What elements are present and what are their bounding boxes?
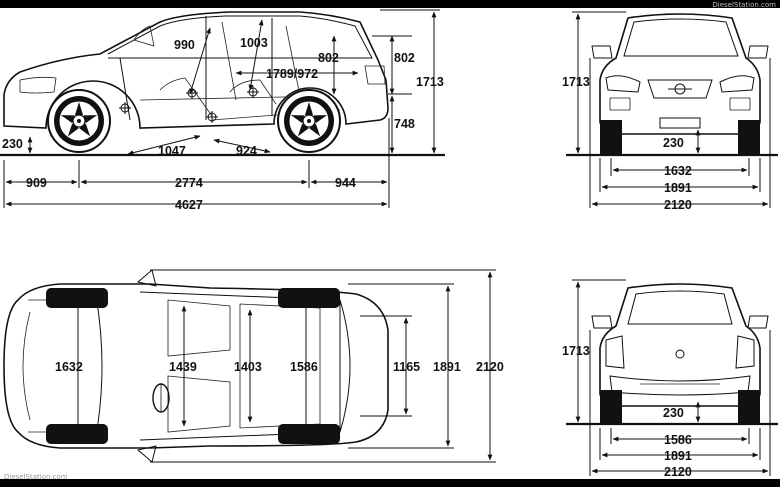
side-mirror — [133, 25, 155, 47]
dim-line-legroom-rear — [213, 138, 271, 154]
rear-view: 1713 230 1586 1891 2120 — [562, 279, 778, 479]
dim-rear-height: 802 — [394, 51, 415, 65]
rear-body-outline — [599, 283, 761, 407]
front-skid-plate — [659, 117, 701, 129]
side-view: 990 1003 1789/972 802 1047 924 802 748 1… — [0, 9, 445, 212]
dim-cargo-length: 1789/972 — [266, 67, 318, 81]
dim-shoulder-rear: 1403 — [234, 360, 262, 374]
top-rear-window — [339, 299, 351, 433]
top-roof-outline — [139, 291, 341, 441]
top-windshield-front — [95, 295, 103, 437]
dim-front-track: 1632 — [664, 164, 692, 178]
dim-front-overhang: 909 — [26, 176, 47, 190]
dim-load-sill: 748 — [394, 117, 415, 131]
top-mirror-right — [136, 445, 157, 463]
dim-rear-overhang: 944 — [335, 176, 356, 190]
dim-front-mirrors: 2120 — [664, 198, 692, 212]
dim-rear-track: 1586 — [664, 433, 692, 447]
dim-side-height: 1713 — [416, 75, 444, 89]
dim-top-track-rear: 1586 — [290, 360, 318, 374]
top-tire-rl — [278, 288, 340, 308]
dim-wheelbase: 2774 — [175, 176, 203, 190]
dim-top-width: 1891 — [433, 360, 461, 374]
front-fog-lights — [609, 97, 751, 111]
front-body-outline — [599, 13, 761, 135]
rear-window — [627, 290, 733, 325]
dim-rear-view-height: 1713 — [562, 344, 590, 358]
top-mirror-left — [136, 269, 157, 287]
dim-line-headroom-rear — [248, 19, 264, 91]
rear-taillight-left — [605, 335, 625, 369]
dim-rear-clearance: 230 — [663, 406, 684, 420]
hip-point-icon — [205, 110, 219, 124]
top-view: 1632 1439 1403 1586 1165 1891 2120 — [3, 269, 504, 463]
dim-side-clearance: 230 — [2, 137, 23, 151]
dim-headroom-front: 990 — [174, 38, 195, 52]
top-front-seats — [167, 299, 231, 433]
side-body-outline — [3, 11, 389, 129]
front-view: 1713 230 1632 1891 2120 — [562, 11, 778, 212]
top-tire-rr — [278, 424, 340, 444]
dim-front-width: 1891 — [664, 181, 692, 195]
top-black-band — [0, 0, 780, 8]
front-headlight-right — [719, 75, 755, 93]
rear-bumper — [609, 375, 751, 396]
dim-length: 4627 — [175, 198, 203, 212]
top-steering-wheel — [152, 383, 170, 413]
front-tire-right — [738, 120, 760, 154]
volvo-logo-icon — [675, 349, 685, 359]
rear-tire-left — [600, 390, 622, 424]
front-grille — [647, 79, 713, 99]
dim-shoulder-front: 1439 — [169, 360, 197, 374]
front-headlight-left — [605, 75, 641, 93]
side-seat-outline — [159, 77, 277, 117]
dim-front-clearance: 230 — [663, 136, 684, 150]
dim-rear-mirrors: 2120 — [664, 465, 692, 479]
dim-headroom-rear: 1003 — [240, 36, 268, 50]
dim-line-headroom-front — [189, 27, 211, 95]
side-headlight — [19, 76, 57, 94]
side-taillight — [364, 65, 386, 85]
dim-rear-width: 1891 — [664, 449, 692, 463]
volvo-logo-icon — [668, 83, 692, 95]
dim-cargo-width: 1165 — [393, 360, 420, 374]
watermark-top: DieselStation.com — [712, 1, 776, 9]
top-tire-fr — [46, 424, 108, 444]
bottom-black-band — [0, 479, 780, 487]
side-front-wheel-icon — [47, 89, 111, 153]
rear-tire-right — [738, 390, 760, 424]
dim-cargo-height: 802 — [318, 51, 339, 65]
dim-line-legroom-front — [127, 134, 201, 156]
front-mirror-left — [591, 45, 613, 59]
rear-taillight-right — [735, 335, 755, 369]
side-window-line — [107, 15, 373, 59]
front-windshield — [623, 18, 739, 57]
rear-mirror-left — [591, 315, 613, 329]
top-tire-fl — [46, 288, 108, 308]
dim-top-mirrors: 2120 — [476, 360, 504, 374]
dim-legroom-rear: 924 — [236, 144, 257, 158]
rear-mirror-right — [747, 315, 769, 329]
front-tire-left — [600, 120, 622, 154]
side-rear-wheel-icon — [277, 89, 341, 153]
dim-legroom-front: 1047 — [158, 144, 186, 158]
top-body-outline — [3, 283, 389, 449]
front-mirror-right — [747, 45, 769, 59]
dim-front-height: 1713 — [562, 75, 590, 89]
watermark-bottom: DieselStation.com — [4, 473, 68, 481]
hip-point-icon — [246, 85, 260, 99]
dim-top-track-front: 1632 — [55, 360, 83, 374]
